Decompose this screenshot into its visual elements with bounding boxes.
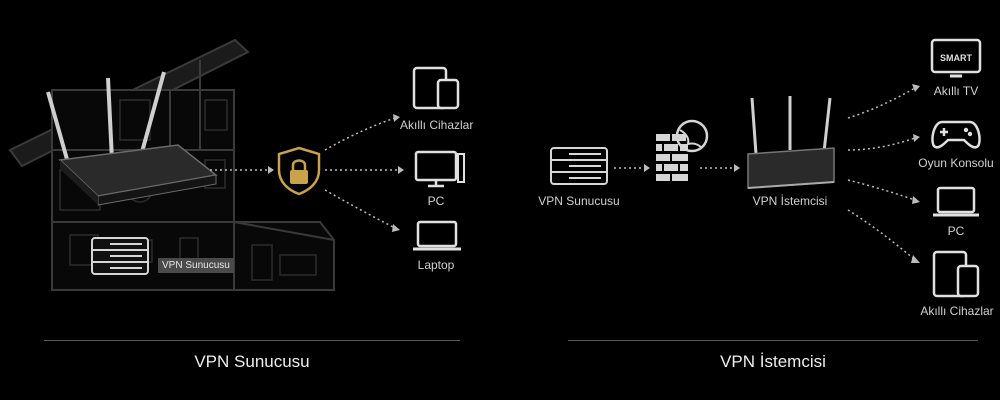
server-icon: [91, 237, 149, 275]
right-device-label-3: PC: [947, 224, 965, 238]
firewall-globe-icon: [656, 119, 709, 181]
tv-screen-text: SMART: [940, 53, 972, 63]
right-router-label: VPN İstemcisi: [752, 194, 828, 208]
tablet-phone-icon: [932, 250, 980, 298]
gamepad-icon: [931, 120, 981, 149]
shield-lock-icon: [277, 146, 321, 196]
right-device-label-2: Oyun Konsolu: [918, 156, 994, 170]
server-icon: [550, 147, 608, 185]
right-device-label-4: Akıllı Cihazlar: [920, 304, 994, 318]
laptop-icon: [933, 186, 979, 217]
left-section-title: VPN Sunucusu: [194, 352, 310, 371]
right-server-label: VPN Sunucusu: [538, 194, 620, 208]
router-icon: [747, 96, 835, 189]
house-icon: [8, 38, 335, 291]
laptop-icon: [413, 220, 461, 251]
monitor-icon: [414, 150, 465, 188]
right-section-title: VPN İstemcisi: [720, 352, 826, 371]
tv-icon: SMART: [930, 38, 982, 78]
left-device-label-1: Akıllı Cihazlar: [400, 118, 474, 132]
tablet-phone-icon: [412, 66, 460, 110]
router-icon: [46, 71, 218, 206]
vpn-server-badge: VPN Sunucusu: [158, 258, 234, 273]
right-divider: [568, 340, 978, 341]
left-device-label-3: Laptop: [417, 258, 455, 272]
left-device-label-2: PC: [427, 194, 445, 208]
left-divider: [44, 340, 460, 341]
right-device-label-1: Akıllı TV: [933, 84, 979, 98]
